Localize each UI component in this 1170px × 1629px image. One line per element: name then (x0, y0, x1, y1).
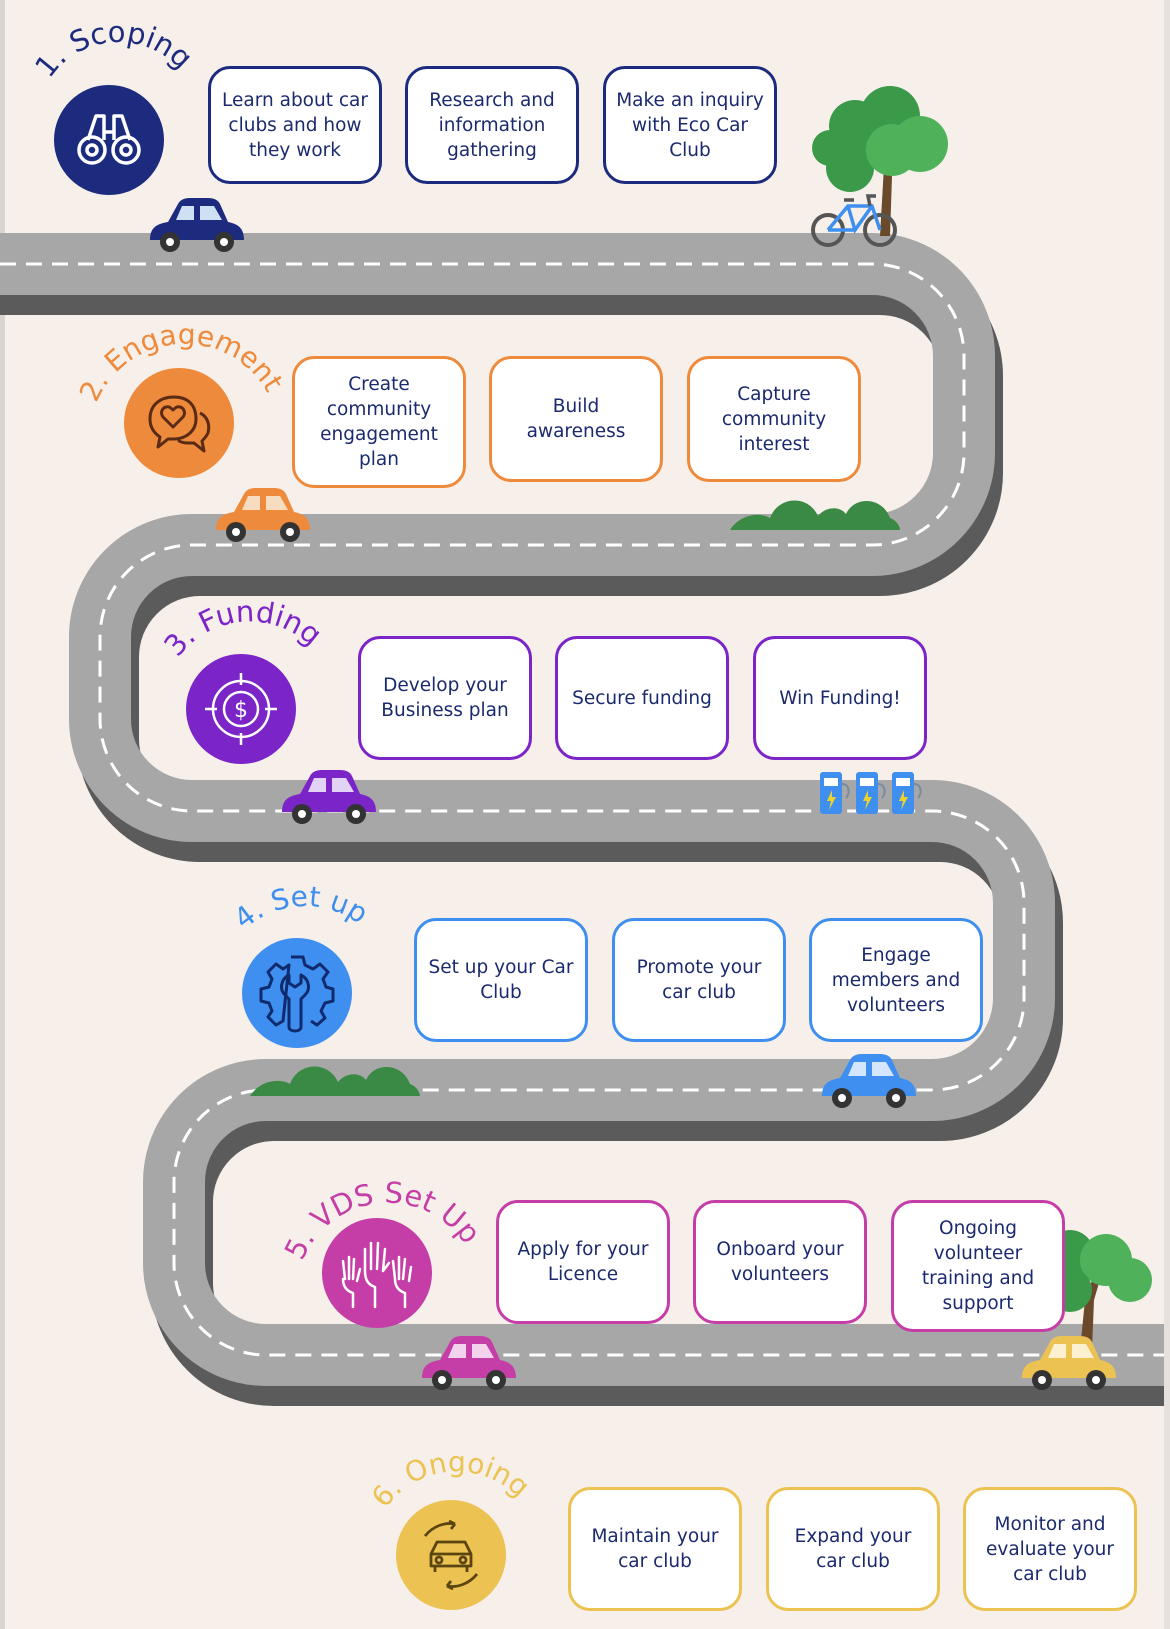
stage-icon-circle (322, 1218, 432, 1328)
svg-text:3. Funding: 3. Funding (157, 594, 328, 662)
step-label: Make an inquiry with Eco Car Club (616, 89, 764, 161)
car-icon (822, 1054, 916, 1108)
step-box: Learn about car clubs and how they work (208, 66, 382, 184)
step-box: Engage members and volunteers (809, 918, 983, 1042)
dollar-target-icon: $ (205, 673, 277, 745)
step-label: Engage members and volunteers (831, 944, 961, 1016)
step-label: Apply for your Licence (517, 1239, 649, 1285)
step-box: Onboard your volunteers (693, 1200, 867, 1324)
step-label: Win Funding! (779, 687, 901, 709)
car-icon (150, 198, 244, 252)
step-box: Make an inquiry with Eco Car Club (603, 66, 777, 184)
step-box: Expand your car club (766, 1487, 940, 1611)
raised-hands-icon (341, 1241, 413, 1309)
bush-icon (250, 1066, 420, 1096)
step-box: Apply for your Licence (496, 1200, 670, 1324)
step-label: Build awareness (526, 396, 626, 442)
step-box: Develop your Business plan (358, 636, 532, 760)
stage-icon-circle (124, 368, 234, 478)
car-icon (1022, 1336, 1116, 1390)
step-box: Maintain your car club (568, 1487, 742, 1611)
bush-icon (730, 500, 900, 530)
step-label: Maintain your car club (591, 1526, 719, 1572)
step-label: Research and information gathering (429, 89, 555, 161)
step-box: Ongoing volunteer training and support (891, 1200, 1065, 1332)
svg-text:4. Set up: 4. Set up (228, 880, 374, 936)
step-box: Secure funding (555, 636, 729, 760)
stage-icon-circle: $ (186, 654, 296, 764)
step-box: Capture community interest (687, 356, 861, 482)
step-box: Create community engagement plan (292, 356, 466, 488)
stage-title-text: 3. Funding (157, 594, 328, 662)
gear-wrench-icon (259, 955, 335, 1033)
step-label: Create community engagement plan (320, 374, 438, 470)
step-box: Promote your car club (612, 918, 786, 1042)
step-label: Secure funding (572, 687, 712, 709)
stage-title: 4. Set up (228, 880, 374, 936)
step-box: Build awareness (489, 356, 663, 482)
car-icon (216, 488, 310, 542)
binoculars-icon (77, 114, 141, 165)
svg-text:$: $ (234, 698, 248, 723)
car-icon (422, 1336, 516, 1390)
step-box: Win Funding! (753, 636, 927, 760)
bicycle-icon (811, 194, 897, 247)
step-label: Monitor and evaluate your car club (986, 1513, 1114, 1585)
step-label: Learn about car clubs and how they work (222, 89, 368, 161)
step-label: Expand your car club (794, 1526, 912, 1572)
charging-station-icon (820, 772, 922, 814)
stage-title-text: 4. Set up (228, 880, 374, 936)
step-box: Research and information gathering (405, 66, 579, 184)
step-label: Promote your car club (636, 957, 762, 1003)
step-label: Develop your Business plan (381, 675, 509, 721)
stage-icon-circle (396, 1500, 506, 1610)
step-label: Ongoing volunteer training and support (921, 1218, 1035, 1314)
step-label: Set up your Car Club (428, 957, 574, 1003)
step-label: Capture community interest (721, 383, 827, 455)
car-cycle-icon (423, 1520, 479, 1590)
tree-icon (812, 86, 948, 236)
step-box: Set up your Car Club (414, 918, 588, 1042)
car-icon (282, 770, 376, 824)
step-box: Monitor and evaluate your car club (963, 1487, 1137, 1611)
road-center-line (0, 262, 1170, 1357)
stage-icon-circle (54, 85, 164, 195)
stage-title: 3. Funding (157, 594, 328, 662)
chat-heart-icon (148, 395, 211, 453)
step-label: Onboard your volunteers (716, 1239, 844, 1285)
stage-icon-circle (242, 938, 352, 1048)
